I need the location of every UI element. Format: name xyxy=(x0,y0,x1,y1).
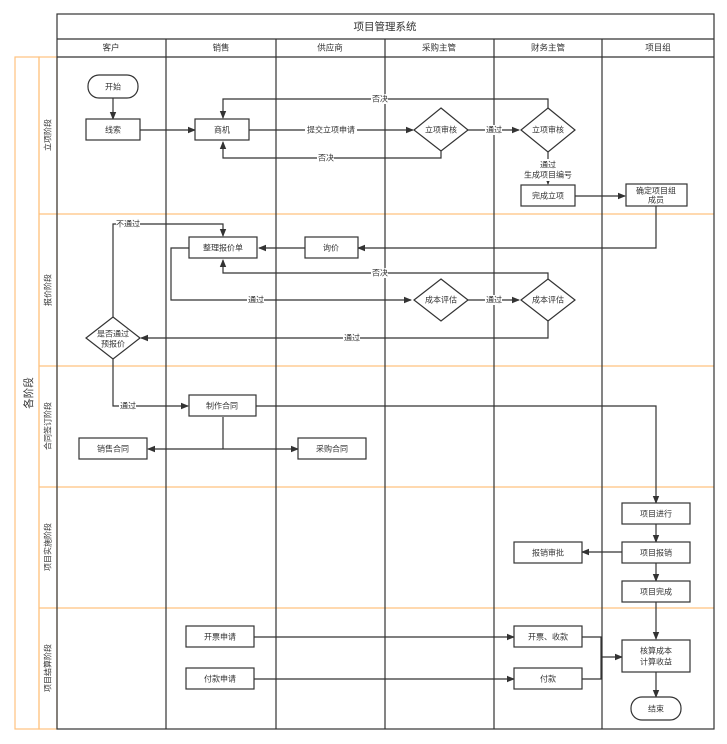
phase-label: 合同签订阶段 xyxy=(43,402,53,450)
node-label: 确定项目组 xyxy=(636,186,676,196)
node-label: 开始 xyxy=(105,82,121,92)
make-contract-node[interactable] xyxy=(188,394,257,417)
nodes xyxy=(78,74,691,721)
node-label: 立项审核 xyxy=(425,125,457,135)
node-label: 成本评估 xyxy=(425,295,457,305)
quote-prepare-node[interactable] xyxy=(188,236,258,259)
node-label: 项目进行 xyxy=(640,509,672,519)
node-label: 付款申请 xyxy=(204,674,236,684)
team-confirm-node[interactable] xyxy=(625,183,688,207)
node-label: 开票、收款 xyxy=(528,632,568,642)
payment-request-node[interactable] xyxy=(185,667,255,690)
node-label: 项目完成 xyxy=(640,587,672,597)
edge-contract-pass xyxy=(112,359,189,410)
edge-label: 否决 xyxy=(372,268,388,278)
edge-label: 通过 xyxy=(344,333,360,343)
node-label: 核算成本 xyxy=(640,646,672,656)
lane-header: 供应商 xyxy=(317,43,343,54)
settlement-node[interactable] xyxy=(621,639,691,673)
outer-phase-label: 各阶段 xyxy=(22,377,35,409)
sales-contract-node[interactable] xyxy=(78,437,148,460)
edge-label: 通过 xyxy=(120,401,136,411)
prequote-decision[interactable] xyxy=(85,316,141,360)
edge-label: 通过 xyxy=(540,160,556,170)
lane-header: 项目组 xyxy=(645,43,671,54)
node-label: 预报价 xyxy=(101,339,125,349)
edge-label: 通过 xyxy=(486,295,502,305)
edge-labels: 提交立项申请 否决 否决 通过 通过 生成项目编号 不通过 否决 通过 通过 通… xyxy=(116,94,576,411)
node-label: 开票申请 xyxy=(204,632,236,642)
phase-label: 项目实施阶段 xyxy=(43,523,53,571)
lane-header: 客户 xyxy=(102,43,119,54)
edge-team-inquiry xyxy=(357,206,657,252)
diagram-title: 项目管理系统 xyxy=(354,20,417,33)
start-node[interactable] xyxy=(87,74,139,99)
project-done-node[interactable] xyxy=(621,580,691,603)
node-label: 采购合同 xyxy=(316,444,348,454)
node-label: 制作合同 xyxy=(206,401,238,411)
phase-label: 立项阶段 xyxy=(43,119,53,151)
node-label: 整理报价单 xyxy=(203,243,243,253)
node-label: 成员 xyxy=(648,195,664,205)
node-labels: 开始 线索 商机 立项审核 立项审核 完成立项 确定项目组 成员 询价 整理报价… xyxy=(97,82,676,714)
expense-approval-node[interactable] xyxy=(513,541,583,564)
node-label: 结束 xyxy=(648,704,664,714)
edge-label: 提交立项申请 xyxy=(307,125,355,135)
purchase-contract-node[interactable] xyxy=(297,437,367,460)
node-label: 商机 xyxy=(214,125,230,135)
inquiry-node[interactable] xyxy=(304,236,359,259)
phase-label: 报价阶段 xyxy=(43,274,53,306)
complete-project-node[interactable] xyxy=(520,184,576,207)
node-label: 计算收益 xyxy=(640,657,672,667)
edge-prequote-pass xyxy=(140,321,549,342)
node-label: 项目报销 xyxy=(640,548,672,558)
phase-label: 项目结算阶段 xyxy=(43,644,53,692)
node-label: 付款 xyxy=(540,674,556,684)
invoice-collect-node[interactable] xyxy=(513,625,583,648)
project-expense-node[interactable] xyxy=(621,541,691,564)
node-label: 销售合同 xyxy=(97,444,129,454)
project-running-node[interactable] xyxy=(621,502,691,525)
edge-label: 不通过 xyxy=(116,219,140,229)
node-label: 成本评估 xyxy=(532,295,564,305)
lane-header: 财务主管 xyxy=(531,43,565,54)
node-label: 完成立项 xyxy=(532,191,564,201)
edge-merge xyxy=(582,636,602,680)
edge-label: 否决 xyxy=(372,94,388,104)
edge-label: 通过 xyxy=(248,295,264,305)
cost-eval-finance-decision[interactable] xyxy=(520,278,576,322)
phase-label-column xyxy=(38,56,58,730)
node-label: 报销审批 xyxy=(532,548,564,558)
invoice-request-node[interactable] xyxy=(185,625,255,648)
cost-eval-purchase-decision[interactable] xyxy=(413,278,469,322)
edge-contract-running xyxy=(256,405,660,504)
end-node[interactable] xyxy=(630,696,682,721)
lane-header: 采购主管 xyxy=(422,43,456,54)
edge-label: 否决 xyxy=(318,153,334,163)
opportunity-node[interactable] xyxy=(194,118,250,141)
edge-label: 生成项目编号 xyxy=(524,170,572,180)
edge-not-pass xyxy=(112,223,227,317)
node-label: 立项审核 xyxy=(532,125,564,135)
node-label: 询价 xyxy=(323,243,339,253)
finance-review-decision[interactable] xyxy=(520,107,576,153)
edge-quote-cost xyxy=(170,247,412,304)
payment-node[interactable] xyxy=(513,667,583,690)
lead-node[interactable] xyxy=(85,118,141,141)
lane-grid xyxy=(56,13,715,730)
node-label: 线索 xyxy=(105,125,121,135)
node-label: 是否通过 xyxy=(97,329,129,339)
edge-label: 通过 xyxy=(486,125,502,135)
purchase-review-decision[interactable] xyxy=(413,107,469,152)
lane-header: 销售 xyxy=(212,43,229,54)
